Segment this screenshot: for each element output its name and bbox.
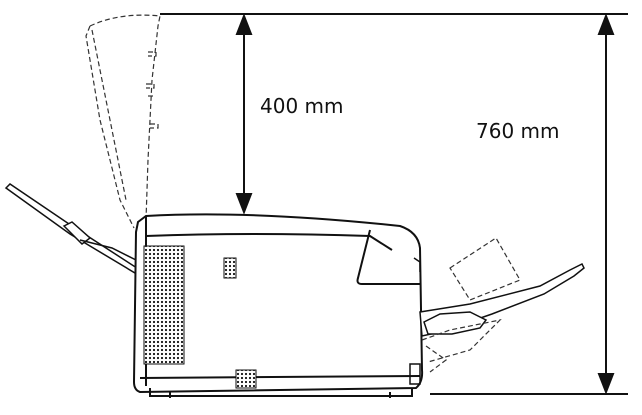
handle-recess	[235, 369, 257, 389]
dimension-reference-lines	[160, 13, 628, 395]
manual-feed-tray	[419, 262, 585, 337]
height-arrow-760	[597, 13, 615, 395]
vent-grille-small	[223, 257, 237, 279]
label-400-mm: 400 mm	[260, 94, 344, 118]
tray-open-dashed-outline	[421, 237, 521, 373]
open-cover-dashed-outline	[85, 14, 161, 229]
front-panel-details	[409, 257, 421, 385]
label-760-mm: 760 mm	[476, 119, 560, 143]
vent-grille-left	[143, 245, 185, 365]
clearance-arrow-400	[235, 13, 253, 215]
